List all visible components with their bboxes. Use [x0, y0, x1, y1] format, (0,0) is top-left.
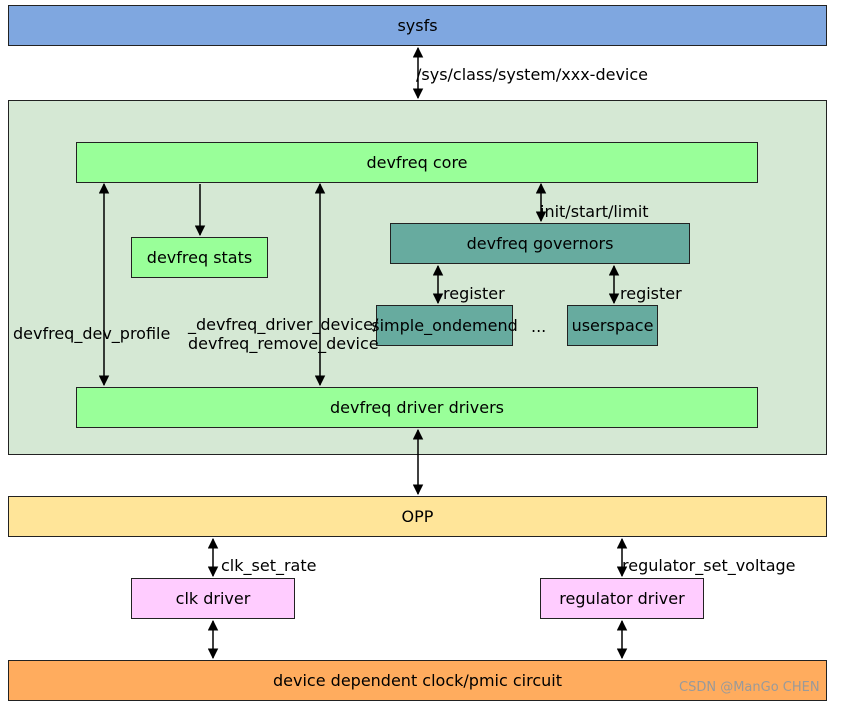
regulator-set-voltage-label: regulator_set_voltage	[622, 556, 796, 575]
sysfs-label: sysfs	[397, 16, 438, 35]
governor-ellipsis: ...	[531, 317, 547, 336]
simple-ondemand-label: simple_ondemend	[371, 316, 518, 335]
devfreq-core-box: devfreq core	[76, 142, 758, 183]
circuit-label: device dependent clock/pmic circuit	[273, 671, 562, 690]
devfreq-driver-drivers-box: devfreq driver drivers	[76, 387, 758, 428]
regulator-driver-box: regulator driver	[540, 578, 704, 619]
register-left-label: register	[443, 284, 505, 303]
opp-box: OPP	[8, 496, 827, 537]
driver-device-label-line2: devfreq_remove_device	[188, 334, 379, 353]
dev-profile-label: devfreq_dev_profile	[13, 324, 171, 343]
sysfs-path-label: /sys/class/system/xxx-device	[416, 65, 648, 84]
sysfs-box: sysfs	[8, 5, 827, 46]
devfreq-stats-label: devfreq stats	[146, 248, 253, 267]
devfreq-driver-drivers-label: devfreq driver drivers	[330, 398, 504, 417]
regulator-driver-label: regulator driver	[559, 589, 685, 608]
devfreq-governors-box: devfreq governors	[390, 223, 690, 264]
init-start-limit-label: init/start/limit	[540, 202, 649, 221]
devfreq-core-label: devfreq core	[366, 153, 468, 172]
devfreq-stats-box: devfreq stats	[131, 237, 268, 278]
clk-driver-box: clk driver	[131, 578, 295, 619]
circuit-box: device dependent clock/pmic circuit	[8, 660, 827, 701]
opp-label: OPP	[401, 507, 434, 526]
devfreq-governors-label: devfreq governors	[466, 234, 614, 253]
simple-ondemand-box: simple_ondemend	[371, 305, 518, 346]
driver-device-label-line1: _devfreq_driver_device/	[188, 315, 379, 334]
clk-set-rate-label: clk_set_rate	[221, 556, 317, 575]
userspace-label: userspace	[571, 316, 654, 335]
register-right-label: register	[620, 284, 682, 303]
watermark: CSDN @ManGo CHEN	[679, 680, 820, 695]
clk-driver-label: clk driver	[175, 589, 251, 608]
userspace-box: userspace	[567, 305, 658, 346]
